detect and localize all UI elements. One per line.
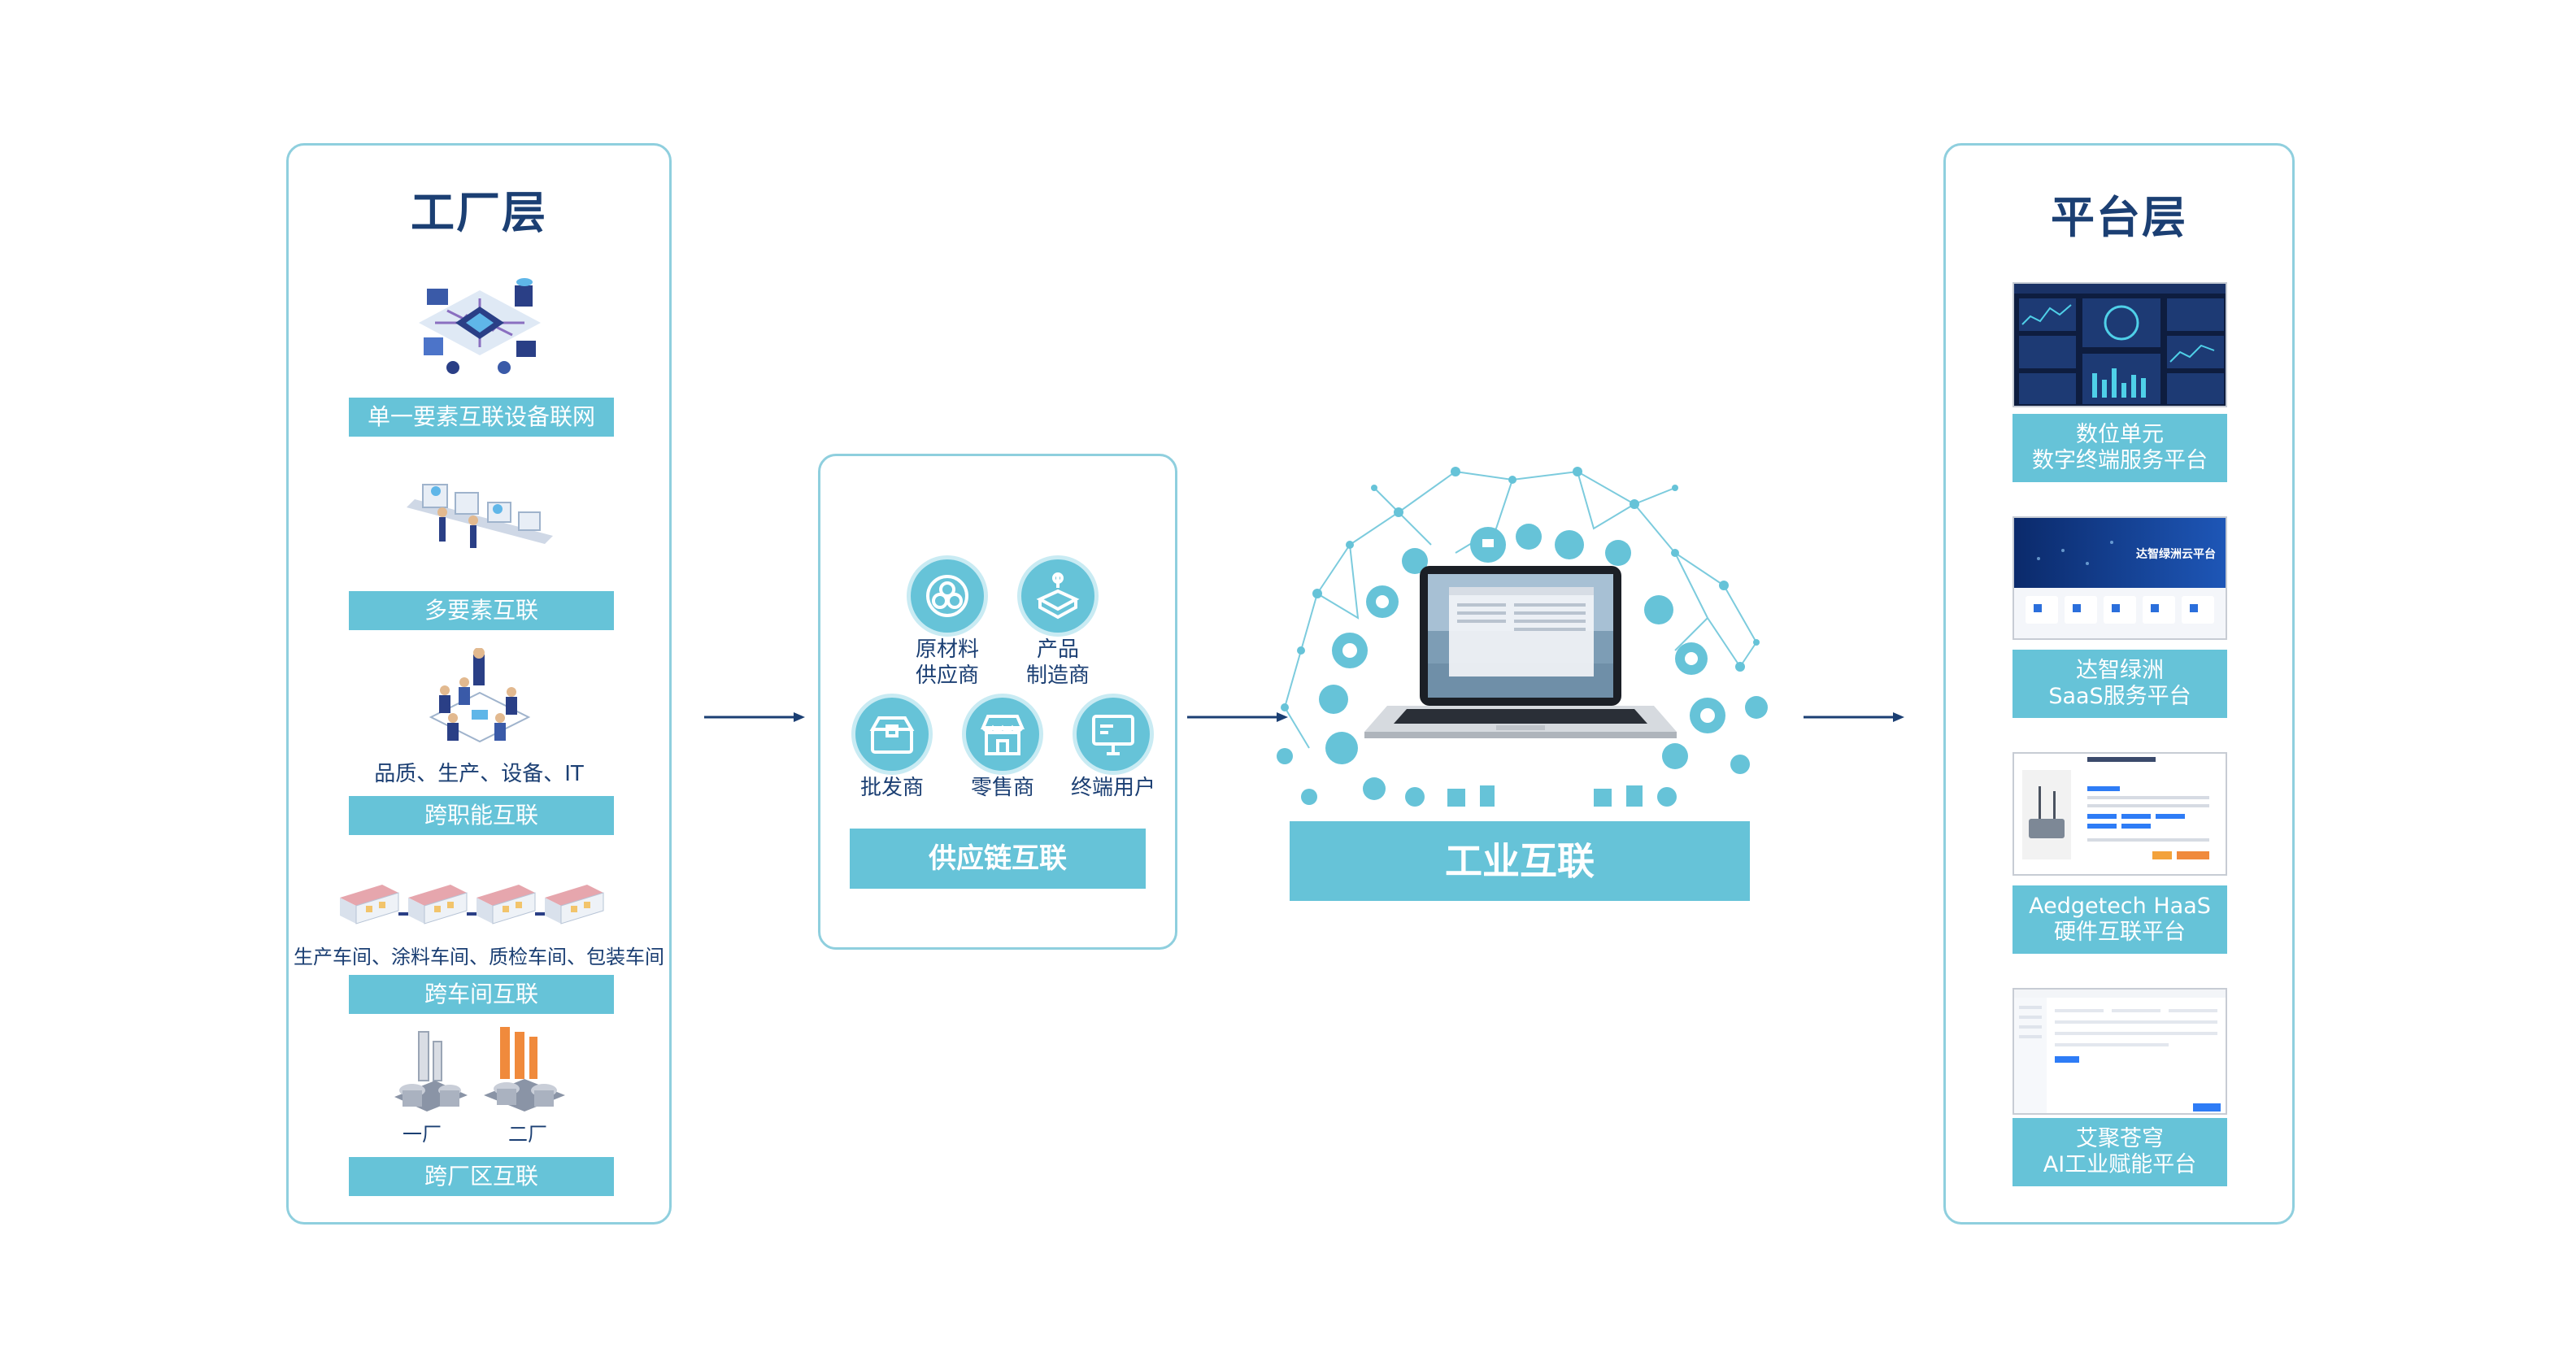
single-element-bar: 单一要素互联设备联网 [349,398,614,437]
digital-unit-platform-label: 数位单元 数字终端服务平台 [2012,414,2227,482]
production-line-illustration [407,484,553,548]
multi-element-bar: 多要素互联 [349,591,614,630]
haas-screenshot [2012,752,2227,876]
haas-platform-label: Aedgetech HaaS 硬件互联平台 [2012,885,2227,954]
arrow-right-icon [704,712,805,722]
factory-layer-title: 工厂层 [411,187,547,238]
product-manufacturer-label: 产品 制造商 [1025,637,1090,688]
cross-plant-bar: 跨厂区互联 [349,1157,614,1196]
box-pin-icon [1017,555,1099,637]
factory-layer-panel: 工厂层 单一要素互联设备联网 多要素互联 [286,143,672,1225]
ai-platform-screenshot [2012,988,2227,1115]
plants-illustration [394,1027,565,1112]
device-network-illustration [419,278,541,374]
saas-screenshot-title: 达智绿洲云平台 [2136,548,2216,561]
supply-chain-panel: 原材料 供应商 产品 制造商 批发商 零售商 终端用户 供应链互联 [818,454,1177,950]
workshops-illustration [340,884,604,924]
circles-icon [907,555,988,637]
ai-platform-label: 艾聚苍穹 AI工业赋能平台 [2012,1118,2227,1186]
industrial-interconnect-bar: 工业互联 [1290,821,1750,901]
cross-function-caption: 品质、生产、设备、IT [374,762,584,786]
raw-material-supplier-label: 原材料 供应商 [915,637,979,688]
saas-platform-label: 达智绿洲 SaaS服务平台 [2012,650,2227,718]
cross-workshop-bar: 跨车间互联 [349,975,614,1014]
meeting-illustration [429,648,531,743]
cross-function-bar: 跨职能互联 [349,796,614,835]
platform-layer-panel: 平台层 数位单元 数字终端服务平台 达智绿洲云平台 达智绿洲 SaaS服务平台 [1943,143,2295,1225]
dashboard-screenshot [2012,282,2227,407]
storefront-icon [962,694,1043,775]
arrow-right-icon [1804,712,1904,722]
arrow-right-icon [1187,712,1288,722]
wholesaler-label: 批发商 [859,776,924,800]
platform-layer-title: 平台层 [2051,192,2187,243]
network-laptop-illustration [1277,467,1768,807]
plant-two-label: 二厂 [508,1123,547,1146]
supply-chain-bar: 供应链互联 [850,829,1146,889]
retailer-label: 零售商 [970,776,1034,800]
end-user-label: 终端用户 [1070,776,1155,800]
cross-workshop-caption: 生产车间、涂料车间、质检车间、包装车间 [294,946,664,968]
crate-icon [851,694,933,775]
plant-one-label: 一厂 [402,1123,442,1146]
saas-screenshot: 达智绿洲云平台 [2012,516,2227,640]
monitor-icon [1073,694,1154,775]
